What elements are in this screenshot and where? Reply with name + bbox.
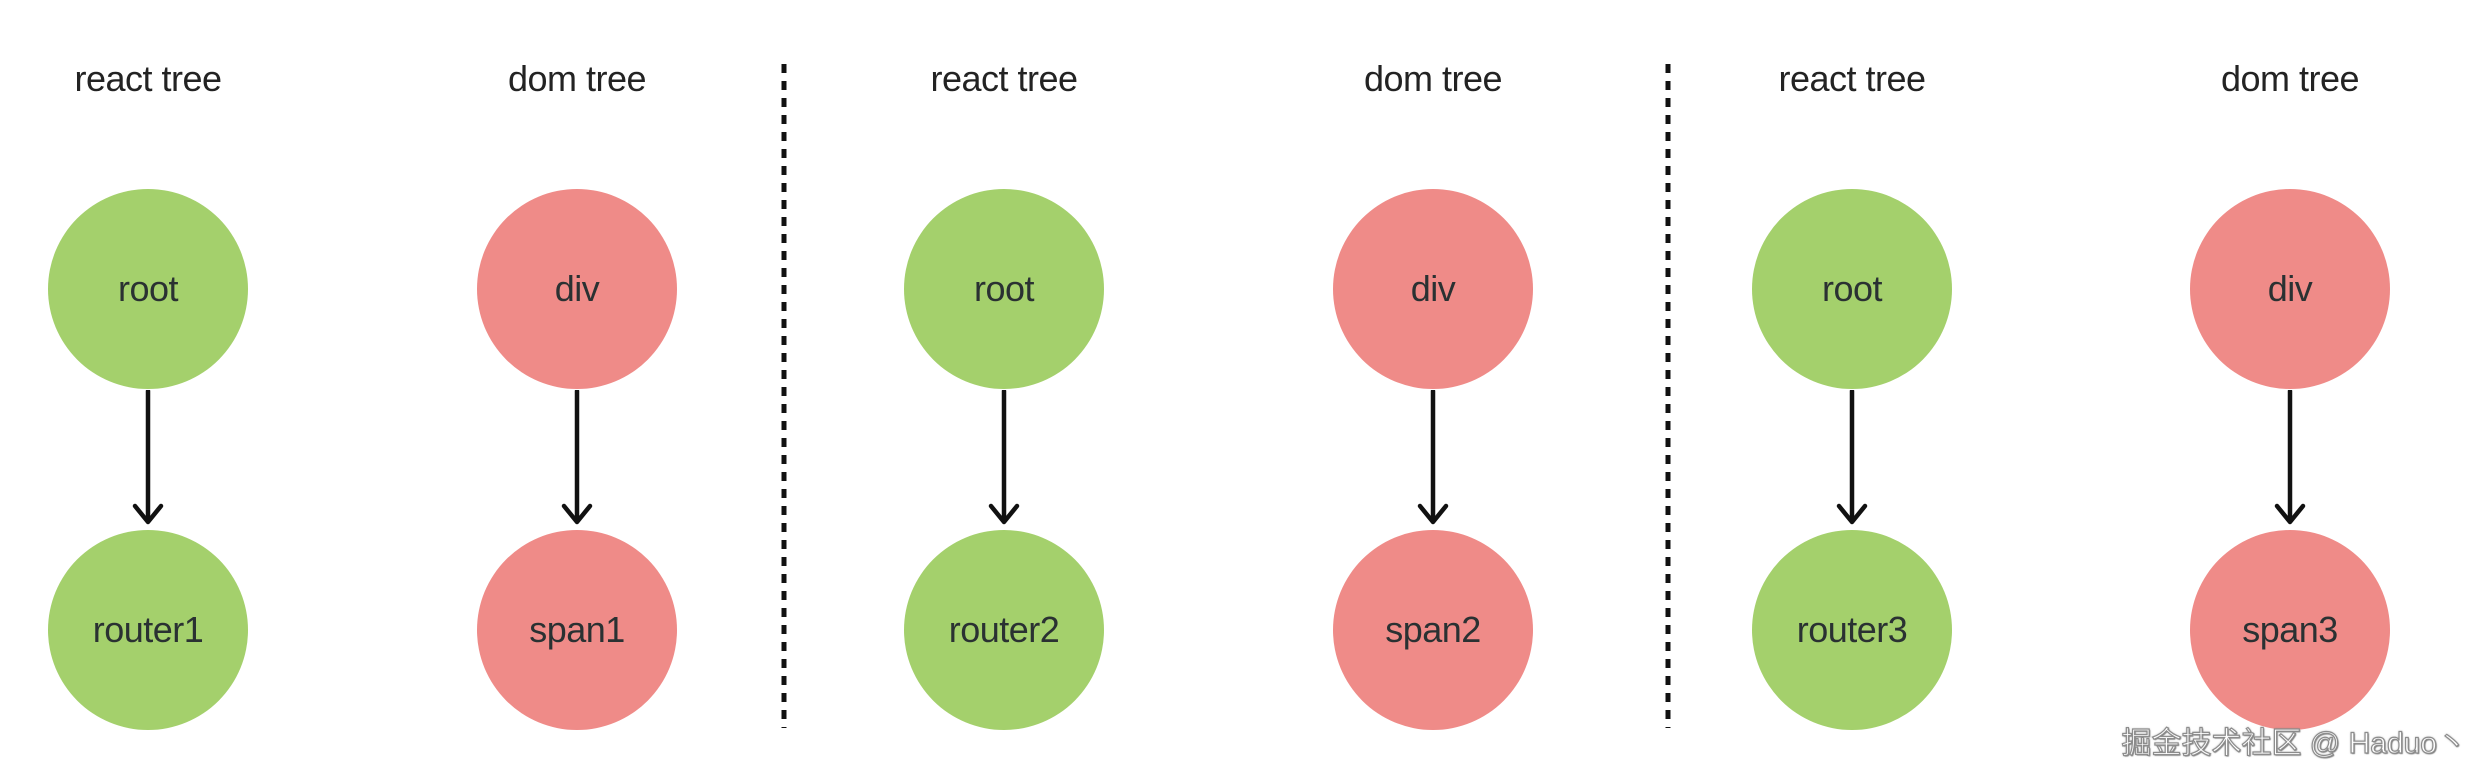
node-label: span2 [1385, 609, 1481, 650]
arrow-down-icon [988, 390, 1020, 525]
node-label: root [1821, 268, 1883, 309]
node-label: span3 [2242, 609, 2338, 650]
section-divider [1665, 64, 1671, 728]
tree-title: dom tree [507, 58, 647, 99]
parent-node: root [904, 189, 1104, 389]
parent-node: div [2190, 189, 2390, 389]
tree-column-dom-2: dom tree div span2 [1333, 0, 1533, 784]
watermark: 掘金技术社区 @ Haduo丶 [2121, 726, 2468, 760]
arrow-down-icon [132, 390, 164, 525]
node-label: root [973, 268, 1035, 309]
node-label: router3 [1796, 609, 1908, 650]
tree-column-react-2: react tree root router2 [904, 0, 1104, 784]
tree-column-react-1: react tree root router1 [48, 0, 248, 784]
node-label: div [2267, 268, 2313, 309]
child-node: router2 [904, 530, 1104, 730]
node-label: router2 [948, 609, 1060, 650]
tree-title: react tree [930, 58, 1078, 99]
arrow-down-icon [561, 390, 593, 525]
tree-title: dom tree [1363, 58, 1503, 99]
section-divider [781, 64, 787, 728]
node-label: span1 [529, 609, 625, 650]
node-label: root [117, 268, 179, 309]
node-label: div [1410, 268, 1456, 309]
parent-node: div [477, 189, 677, 389]
tree-title: dom tree [2220, 58, 2360, 99]
child-node: span1 [477, 530, 677, 730]
child-node: span2 [1333, 530, 1533, 730]
tree-column-dom-1: dom tree div span1 [477, 0, 677, 784]
child-node: router3 [1752, 530, 1952, 730]
arrow-down-icon [1417, 390, 1449, 525]
tree-column-dom-3: dom tree div span3 [2190, 0, 2390, 784]
node-label: router1 [92, 609, 204, 650]
parent-node: root [1752, 189, 1952, 389]
child-node: span3 [2190, 530, 2390, 730]
parent-node: div [1333, 189, 1533, 389]
tree-column-react-3: react tree root router3 [1752, 0, 1952, 784]
tree-title: react tree [1778, 58, 1926, 99]
node-label: div [554, 268, 600, 309]
child-node: router1 [48, 530, 248, 730]
arrow-down-icon [2274, 390, 2306, 525]
tree-title: react tree [74, 58, 222, 99]
parent-node: root [48, 189, 248, 389]
arrow-down-icon [1836, 390, 1868, 525]
